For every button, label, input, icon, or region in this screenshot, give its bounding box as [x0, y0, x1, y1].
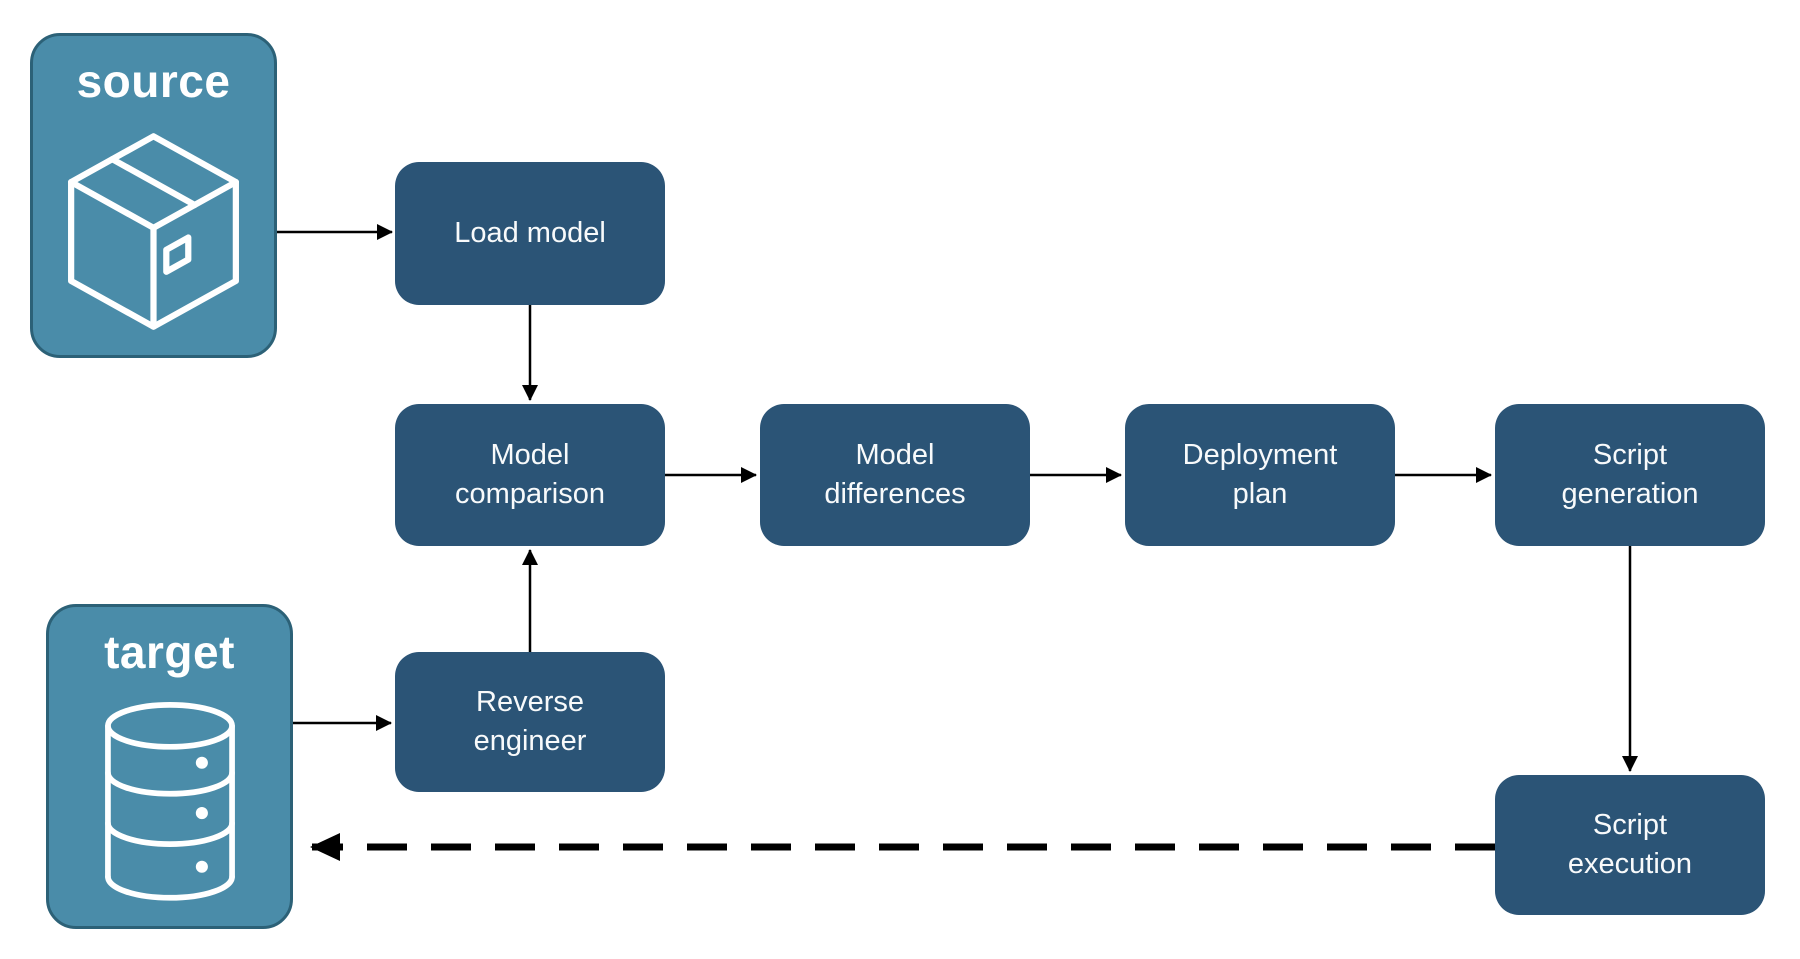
node-script-generation: Script generation: [1495, 404, 1765, 546]
node-reverse-engineer: Reverse engineer: [395, 652, 665, 792]
node-deployment-plan: Deployment plan: [1125, 404, 1395, 546]
node-label: Model comparison: [455, 439, 605, 510]
target-endpoint: target: [46, 604, 293, 929]
package-icon: [33, 108, 274, 355]
node-label: Script execution: [1567, 809, 1693, 880]
target-label: target: [104, 626, 235, 678]
node-model-differences: Model differences: [760, 404, 1030, 546]
node-script-execution: Script execution: [1495, 775, 1765, 915]
node-label: Deployment plan: [1182, 439, 1338, 510]
source-endpoint: source: [30, 33, 277, 358]
node-label: Load model: [454, 217, 606, 249]
node-label: Script generation: [1561, 439, 1699, 510]
node-model-comparison: Model comparison: [395, 404, 665, 546]
node-label: Reverse engineer: [473, 686, 587, 757]
node-label: Model differences: [824, 439, 966, 510]
node-load-model: Load model: [395, 162, 665, 305]
source-label: source: [76, 55, 231, 107]
database-icon: [49, 679, 290, 926]
